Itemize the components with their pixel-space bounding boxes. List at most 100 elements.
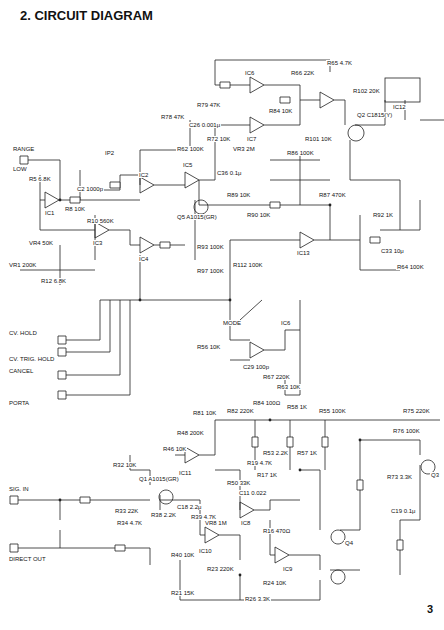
component-label: R48 200K xyxy=(176,430,205,436)
component-label: MODE xyxy=(222,320,242,326)
component-label: R101 10K xyxy=(304,136,333,142)
component-label: IC1 xyxy=(44,210,55,216)
component-label: R65 4.7K xyxy=(326,60,353,66)
component-label: LOW xyxy=(12,166,28,172)
component-label: DIRECT OUT xyxy=(8,556,47,562)
component-label: C2 1000p xyxy=(76,186,104,192)
component-label: CV. HOLD xyxy=(8,330,38,336)
component-label: R17 1K xyxy=(256,472,278,478)
component-label: R97 100K xyxy=(196,268,225,274)
component-label: R21 15K xyxy=(170,590,195,596)
op-amp-symbols xyxy=(45,77,334,563)
component-label: VR8 1M xyxy=(204,520,228,526)
bottom-wires xyxy=(18,420,440,600)
component-label: IC6 xyxy=(244,70,255,76)
component-label: R67 220K xyxy=(262,374,291,380)
component-label: R24 10K xyxy=(262,580,287,586)
component-label: R72 10K xyxy=(206,136,231,142)
component-label: IC9 xyxy=(282,566,293,572)
component-label: R90 10K xyxy=(246,212,271,218)
component-label: R76 100K xyxy=(392,428,421,434)
component-label: C18 2.2μ xyxy=(176,504,202,510)
component-label: R34 4.7K xyxy=(116,520,143,526)
component-label: R92 1K xyxy=(372,212,394,218)
component-label: Q2 C1815(Y) xyxy=(356,112,393,118)
component-label: CV. TRIG. HOLD xyxy=(8,356,55,362)
page-title: 2. CIRCUIT DIAGRAM xyxy=(20,8,153,23)
component-label: R84 10K xyxy=(268,108,293,114)
component-label: R23 220K xyxy=(206,566,235,572)
component-label: R75 220K xyxy=(402,408,431,414)
component-label: R46 10K xyxy=(162,446,187,452)
component-label: R32 10K xyxy=(112,462,137,468)
component-label: R53 2.2K xyxy=(262,450,289,456)
component-label: C26 0.001μ xyxy=(188,122,221,128)
component-label: R86 100K xyxy=(286,150,315,156)
control-wires xyxy=(66,300,300,395)
component-label: IC11 xyxy=(178,470,192,476)
component-label: VR4 50K xyxy=(28,240,54,246)
component-label: CANCEL xyxy=(8,368,34,374)
component-label: R26 3.3K xyxy=(244,596,271,602)
component-label: R73 3.3K xyxy=(386,474,413,480)
component-label: C29 100p xyxy=(242,364,270,370)
component-label: R62 100K xyxy=(176,146,205,152)
component-label: R56 10K xyxy=(196,344,221,350)
component-label: R93 100K xyxy=(196,244,225,250)
component-label: R89 10K xyxy=(226,192,251,198)
component-label: C11 0.022 xyxy=(238,490,267,496)
component-label: Q3 xyxy=(430,472,440,478)
component-label: R79 47K xyxy=(196,102,221,108)
signal-wires xyxy=(20,60,444,300)
component-label: Q4 xyxy=(344,540,354,546)
component-label: R66 22K xyxy=(290,70,315,76)
component-label: R19 4.7K xyxy=(246,460,273,466)
junction-dots xyxy=(59,124,362,577)
component-label: R16 470Ω xyxy=(262,528,291,534)
resistor-symbols xyxy=(70,82,403,551)
component-label: IC8 xyxy=(240,520,251,526)
component-label: Q1 A1015(GR) xyxy=(138,476,180,482)
component-label: IC6 xyxy=(280,320,291,326)
transistor-symbols xyxy=(159,125,435,584)
component-label: IC2 xyxy=(138,172,149,178)
component-label: R33 22K xyxy=(114,508,139,514)
component-label: R102 20K xyxy=(352,88,381,94)
ic-package xyxy=(385,78,420,102)
component-label: R55 100K xyxy=(318,408,347,414)
component-label: R64 100K xyxy=(396,264,425,270)
component-label: IC7 xyxy=(246,136,257,142)
component-label: R12 6.8K xyxy=(40,278,67,284)
component-label: R82 220K xyxy=(226,408,255,414)
component-label: R63 10K xyxy=(276,384,301,390)
component-label: R84 100Ω xyxy=(252,400,281,406)
component-label: R57 1K xyxy=(296,450,318,456)
component-label: R87 470K xyxy=(318,192,347,198)
component-label: R10 560K xyxy=(86,218,115,224)
component-label: RANGE xyxy=(12,146,35,152)
component-label: IC5 xyxy=(182,162,193,168)
component-label: IP2 xyxy=(104,150,115,156)
component-label: R58 1K xyxy=(286,404,308,410)
component-label: PORTA xyxy=(8,400,30,406)
jack-symbols xyxy=(10,156,66,552)
page-number: 3 xyxy=(426,604,434,615)
component-label: IC12 xyxy=(392,104,407,110)
component-label: R38 2.2K xyxy=(150,512,177,518)
component-label: VR3 2M xyxy=(232,146,256,152)
component-label: R81 10K xyxy=(192,410,217,416)
component-label: IC4 xyxy=(138,256,149,262)
component-label: R112 100K xyxy=(232,262,264,268)
component-label: C36 0.1μ xyxy=(216,170,242,176)
component-label: R5 6.8K xyxy=(28,176,52,182)
component-label: R78 47K xyxy=(160,114,185,120)
component-label: VR1 200K xyxy=(8,262,37,268)
component-label: IC10 xyxy=(198,548,213,554)
component-label: IC3 xyxy=(92,240,103,246)
component-label: SIG. IN xyxy=(8,486,30,492)
component-label: R40 10K xyxy=(170,552,195,558)
component-label: C33 10μ xyxy=(380,248,405,254)
component-label: R8 10K xyxy=(64,206,86,212)
